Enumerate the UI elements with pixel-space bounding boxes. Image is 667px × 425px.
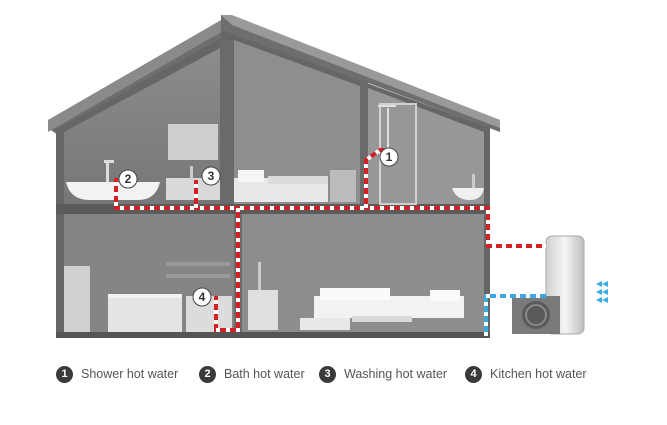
legend-number-badge: 3 [319,365,336,383]
marker-2: 2 [118,169,138,189]
washbasin-icon [190,166,193,180]
fridge-icon [64,266,90,332]
legend-number-badge: 4 [465,365,482,383]
legend-item-kitchen: 4 Kitchen hot water [465,364,587,384]
legend-number-badge: 1 [56,365,73,383]
sofa-icon [300,288,464,330]
bathtub-icon [66,160,160,200]
svg-text:4: 4 [199,290,206,304]
svg-text:2: 2 [125,172,132,186]
bed-icon [234,170,356,202]
legend-label: Washing hot water [344,367,448,381]
kitchen-counter-icon [108,262,232,332]
legend-label: Kitchen hot water [490,367,587,381]
roof [48,15,500,135]
cold-water-pipe [484,294,546,336]
cold-air-arrows-icon [596,281,608,303]
marker-4: 4 [192,287,212,307]
marker-1: 1 [379,147,399,167]
svg-text:1: 1 [386,150,393,164]
legend-label: Bath hot water [224,367,305,381]
marker-3: 3 [201,166,221,186]
svg-text:3: 3 [208,169,215,183]
legend: 1 Shower hot water 2 Bath hot water 3 Wa… [56,364,656,384]
legend-item-washing: 3 Washing hot water [319,364,447,384]
legend-item-bath: 2 Bath hot water [199,364,305,384]
appliance-icon [248,262,278,330]
legend-item-shower: 1 Shower hot water [56,364,178,384]
washbasin-icon [452,174,484,200]
legend-label: Shower hot water [81,367,179,381]
heat-pump-icon [512,296,560,334]
legend-number-badge: 2 [199,365,216,383]
